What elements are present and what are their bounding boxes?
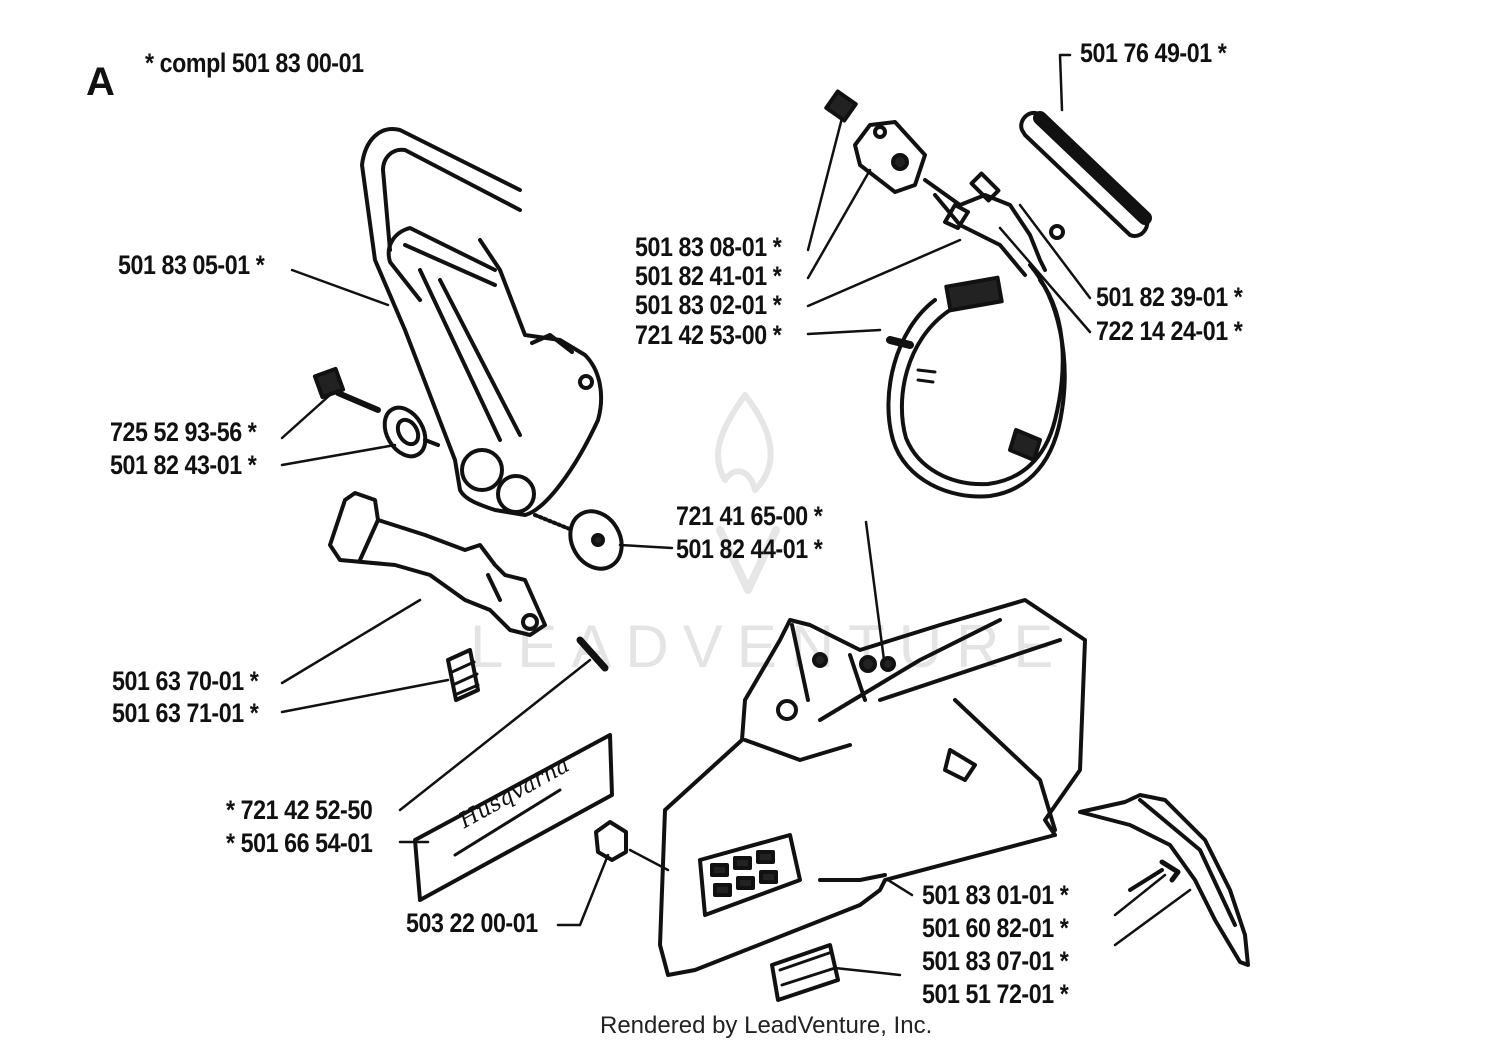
part-label: 721 41 65-00 * bbox=[676, 501, 823, 531]
husqvarna-decal bbox=[413, 733, 614, 902]
part-label: 721 42 53-00 * bbox=[635, 320, 782, 350]
part-label: 501 60 82-01 * bbox=[922, 913, 1069, 943]
handle-grip bbox=[1019, 110, 1150, 238]
chain-pad bbox=[770, 943, 840, 1002]
link-bracket bbox=[853, 120, 927, 194]
part-label: 501 63 70-01 * bbox=[112, 666, 259, 696]
pin bbox=[576, 636, 609, 672]
hand-guard bbox=[360, 127, 604, 517]
part-label: 501 76 49-01 * bbox=[1080, 38, 1227, 68]
part-label: 725 52 93-56 * bbox=[110, 417, 257, 447]
part-label: 722 14 24-01 * bbox=[1096, 316, 1243, 346]
complete-kit-label: * compl 501 83 00-01 bbox=[145, 48, 364, 78]
watermark-flame-icon bbox=[714, 392, 774, 493]
footer-credit: Rendered by LeadVenture, Inc. bbox=[600, 1012, 933, 1039]
vent-grille bbox=[698, 833, 802, 917]
brake-lever bbox=[328, 491, 547, 637]
nut bbox=[594, 820, 628, 862]
part-label: 501 83 08-01 * bbox=[635, 232, 782, 262]
washer bbox=[382, 405, 428, 459]
part-label: * 721 42 52-50 bbox=[226, 795, 373, 825]
part-label: 501 82 41-01 * bbox=[635, 261, 782, 291]
bolt-head bbox=[312, 366, 346, 400]
part-label: * 501 66 54-01 bbox=[226, 828, 373, 858]
part-label: 501 82 43-01 * bbox=[110, 450, 257, 480]
pivot-washer bbox=[568, 509, 624, 571]
part-label: 501 82 39-01 * bbox=[1096, 282, 1243, 312]
band-block bbox=[944, 275, 1004, 313]
part-label: 501 83 01-01 * bbox=[922, 880, 1069, 910]
part-label: 501 82 44-01 * bbox=[676, 534, 823, 564]
screw-small bbox=[824, 89, 858, 123]
part-label: 501 83 02-01 * bbox=[635, 290, 782, 320]
leader-lines bbox=[280, 53, 1192, 977]
guard-pivot-hole bbox=[460, 448, 504, 492]
part-label: 501 83 05-01 * bbox=[118, 250, 265, 280]
part-label: 501 51 72-01 * bbox=[922, 979, 1069, 1009]
part-label: 501 83 07-01 * bbox=[922, 946, 1069, 976]
watermark-v-icon bbox=[716, 526, 780, 594]
section-letter: A bbox=[86, 60, 115, 104]
clutch-cover bbox=[658, 598, 1087, 977]
spring bbox=[446, 648, 480, 702]
chain-deflector bbox=[1078, 793, 1250, 967]
part-label: 501 63 71-01 * bbox=[112, 698, 259, 728]
part-label: 503 22 00-01 bbox=[406, 908, 538, 938]
